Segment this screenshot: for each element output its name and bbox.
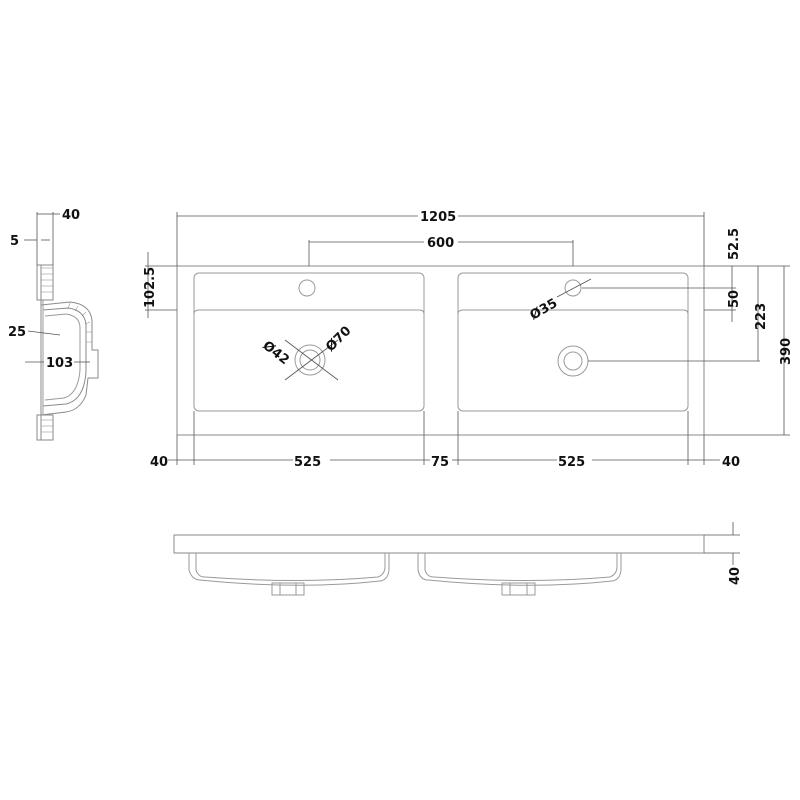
right-tap-hole (564, 279, 582, 297)
tap-to-bowl-label: 50 (727, 290, 742, 308)
front-thickness-label: 40 (728, 567, 743, 585)
tap-centres-label: 600 (427, 236, 454, 251)
bottom-dim-left-basin: 525 (294, 455, 321, 470)
waste-inner-dia-label: Ø42 (260, 338, 292, 368)
right-basin: Ø35 (457, 272, 760, 412)
plan-view: Ø42 Ø70 Ø35 1205 600 102.5 (143, 210, 794, 470)
side-dim-offset-label: 25 (8, 325, 26, 340)
right-waste-inner (563, 351, 583, 371)
bottom-dim-gap: 75 (431, 455, 449, 470)
side-dim-wall-label: 5 (10, 234, 19, 249)
left-basin: Ø42 Ø70 (193, 272, 425, 412)
bottom-dim-right-margin: 40 (722, 455, 740, 470)
left-tap-hole (298, 279, 316, 297)
bottom-dim-left-margin: 40 (150, 455, 168, 470)
side-dim-thickness-label: 40 (62, 208, 80, 223)
front-edge-label: 102.5 (143, 267, 158, 308)
side-section-view: 40 5 25 103 (8, 208, 99, 441)
left-waste-outer (294, 344, 326, 376)
waste-outer-dia-label: Ø70 (323, 324, 354, 355)
left-waste-inner (299, 349, 321, 371)
front-elevation-view: 40 (173, 522, 743, 596)
tap-hole-dia-label: Ø35 (528, 296, 561, 324)
overall-depth-label: 390 (779, 338, 794, 365)
bottom-dim-right-basin: 525 (558, 455, 585, 470)
right-waste-outer (557, 345, 589, 377)
side-dim-depth-label: 103 (46, 356, 73, 371)
tap-from-back-label: 52.5 (727, 228, 742, 260)
waste-from-back-label: 223 (754, 303, 769, 330)
overall-width-label: 1205 (420, 210, 456, 225)
